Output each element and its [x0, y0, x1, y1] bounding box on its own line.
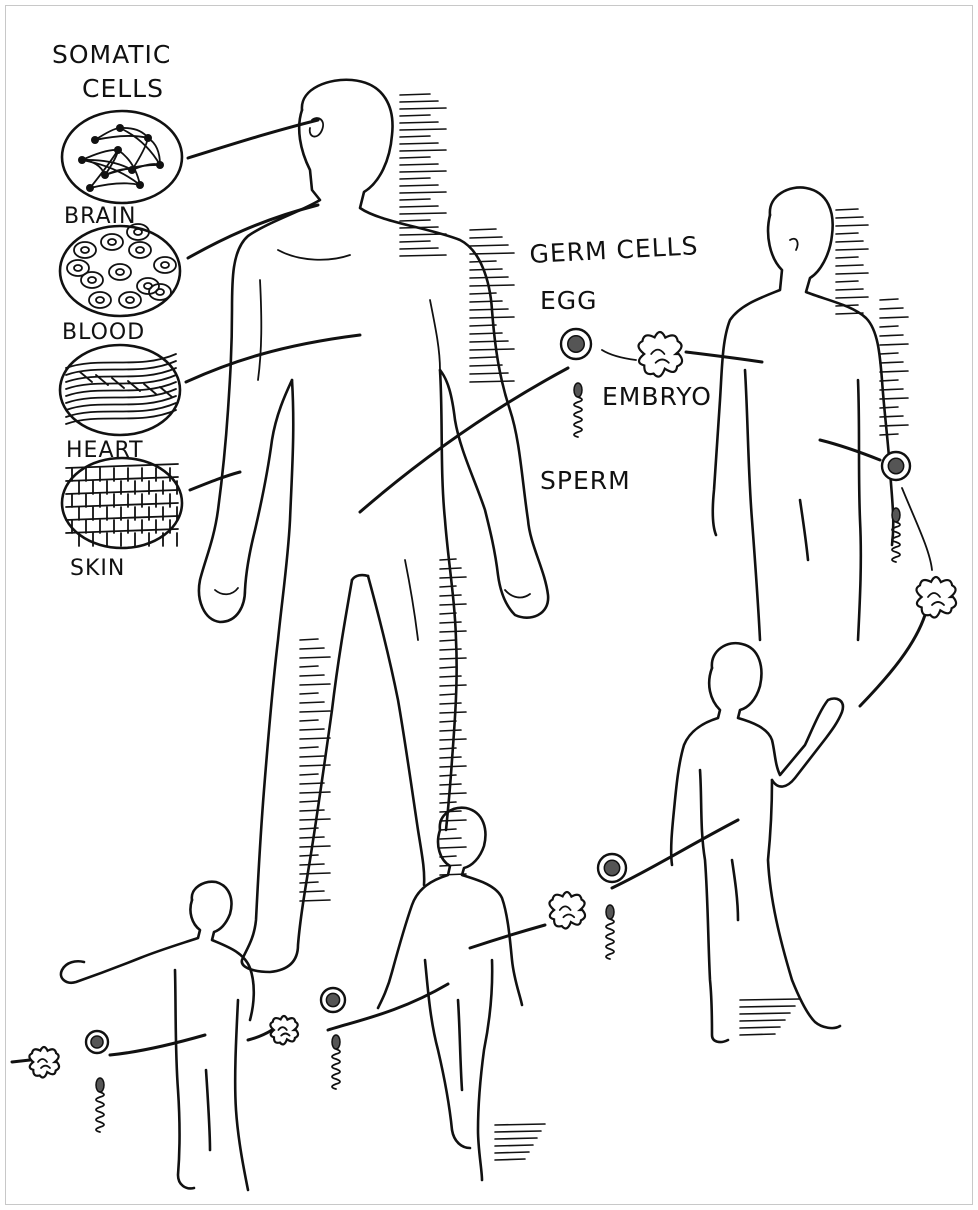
brain-cell-diagram — [62, 111, 182, 203]
skin-label: SKIN — [70, 556, 125, 581]
sperm-label: SPERM — [540, 466, 631, 495]
somatic-cells-label-line2: CELLS — [82, 74, 164, 103]
embryo-label: EMBRYO — [602, 382, 712, 411]
heart-cell-diagram — [60, 345, 180, 435]
blood-label: BLOOD — [62, 320, 145, 345]
heart-label: HEART — [66, 438, 144, 463]
germ-cell-eggs — [86, 329, 910, 1053]
somatic-cells-label-line1: SOMATIC — [52, 40, 171, 69]
large-human-figure — [199, 80, 548, 972]
skin-cell-diagram — [62, 458, 182, 548]
blood-cell-diagram — [60, 224, 180, 316]
egg-label: EGG — [540, 286, 598, 315]
germ-cells-label: GERM CELLS — [529, 231, 699, 269]
adult-figure-right — [713, 187, 894, 640]
brain-label: BRAIN — [64, 204, 136, 229]
